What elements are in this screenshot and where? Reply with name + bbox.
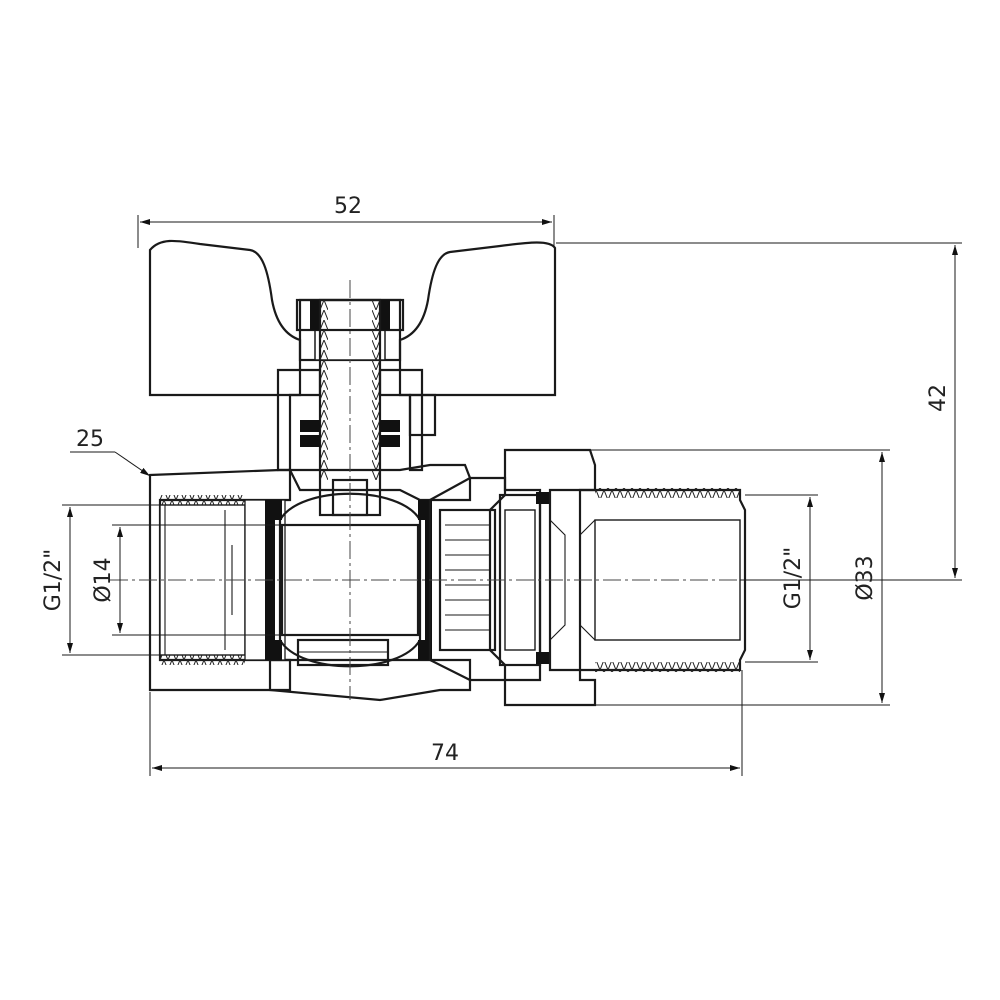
union-connector — [428, 448, 747, 707]
handle-left-wing — [148, 239, 302, 397]
insert-splines — [445, 524, 490, 631]
seat-left — [265, 500, 282, 660]
female-thread-top — [160, 495, 245, 505]
dim-handle-width-label: 52 — [334, 194, 362, 219]
dim-wrench-size-label: 25 — [76, 427, 104, 452]
valve-stem — [276, 298, 437, 517]
dim-thread-left-label: G1/2" — [41, 549, 66, 612]
handle-right-wing — [398, 241, 557, 397]
dim-handle-width: 52 — [137, 194, 555, 248]
center-lines — [110, 280, 900, 700]
dim-total-length-label: 74 — [431, 741, 459, 766]
butterfly-handle — [148, 239, 557, 397]
union-oring-bottom — [536, 652, 550, 664]
union-oring-top — [536, 492, 550, 504]
dim-nut-diameter-label: Ø33 — [853, 555, 878, 600]
dim-thread-right-label: G1/2" — [781, 547, 806, 610]
dim-wrench-size: 25 — [70, 427, 151, 477]
dim-total-height: 42 — [556, 242, 962, 581]
dim-thread-left: G1/2" — [41, 504, 160, 656]
dim-bore-label: Ø14 — [91, 557, 116, 602]
packing-left — [300, 420, 320, 432]
packing-right — [380, 420, 400, 432]
male-thread-top — [595, 488, 740, 498]
male-thread-bottom — [595, 662, 740, 672]
dim-bore: Ø14 — [91, 524, 282, 636]
dim-total-height-label: 42 — [926, 384, 951, 412]
female-thread-bottom — [160, 655, 245, 665]
dim-total-length: 74 — [149, 670, 743, 776]
dim-thread-right: G1/2" — [745, 494, 818, 663]
